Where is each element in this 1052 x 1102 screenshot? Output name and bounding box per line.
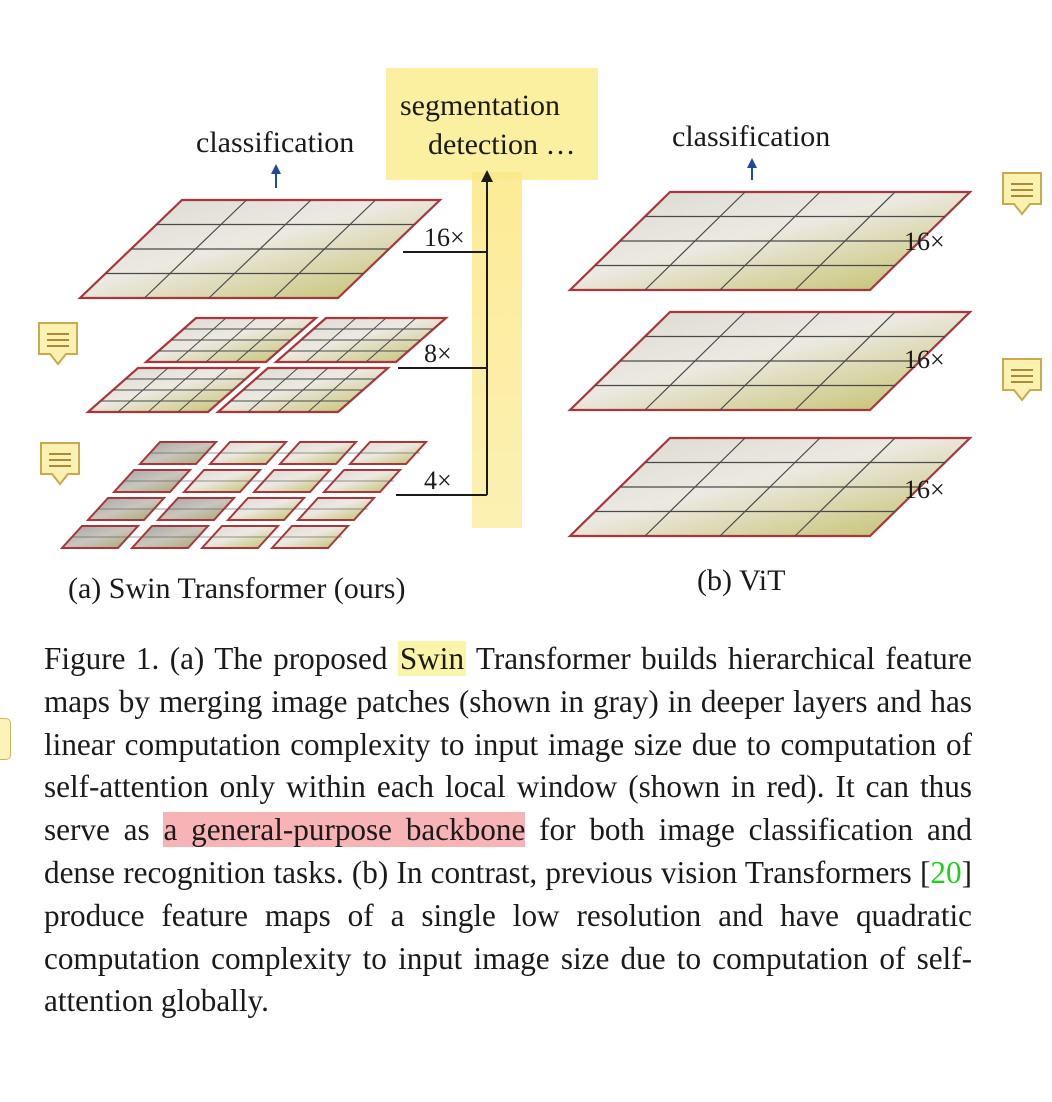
figure-caption: Figure 1. (a) The proposed Swin Transfor…	[44, 638, 972, 1023]
swin-caption: (a) Swin Transformer (ours)	[68, 572, 405, 605]
comment-note-icon[interactable]	[36, 320, 80, 370]
swin-stage-4x	[59, 441, 429, 549]
comment-note-icon[interactable]	[1000, 170, 1044, 220]
segmentation-label: segmentation	[400, 89, 560, 122]
swin-scale-4x: 4×	[424, 466, 452, 495]
swin-stage-8x	[85, 316, 449, 414]
highlight-swin[interactable]: Swin	[397, 641, 467, 676]
highlight-backbone[interactable]: a general-purpose backbone	[163, 812, 526, 848]
vit-caption: (b) ViT	[697, 564, 785, 597]
caption-prefix: Figure 1. (a) The proposed	[44, 641, 398, 676]
caption-part2: for both image classification and dense …	[44, 812, 973, 890]
swin-classification-label: classification	[196, 126, 354, 159]
comment-note-icon[interactable]	[1000, 356, 1044, 406]
vit-classification-label: classification	[672, 120, 830, 153]
caption-part1: Transformer builds hierarchical feature …	[44, 641, 972, 848]
caption-part3: ] produce feature maps of a single low r…	[44, 854, 972, 1019]
comment-note-icon-partial[interactable]	[0, 718, 11, 760]
vit-classification-arrow	[747, 158, 757, 180]
swin-scale-8x: 8×	[424, 339, 452, 368]
detection-label: detection …	[428, 128, 575, 161]
vit-scale-middle: 16×	[904, 345, 945, 374]
vit-stage-top	[567, 190, 973, 292]
figure-1: segmentation detection … classification	[59, 68, 973, 605]
swin-scale-16x: 16×	[424, 223, 465, 252]
citation-link[interactable]: 20	[930, 854, 962, 890]
vit-scale-top: 16×	[904, 227, 945, 256]
swin-fpn-connectors	[396, 178, 488, 496]
vit-scale-bottom: 16×	[904, 475, 945, 504]
comment-note-icon[interactable]	[38, 440, 82, 490]
swin-stage-16x	[77, 198, 443, 300]
vit-stage-middle	[567, 310, 973, 412]
dense-tasks-highlight	[386, 68, 598, 180]
vit-stage-bottom	[567, 436, 973, 538]
dense-tasks-arrow	[481, 170, 493, 182]
swin-classification-arrow	[271, 164, 281, 188]
feature-pyramid-band	[472, 172, 522, 528]
